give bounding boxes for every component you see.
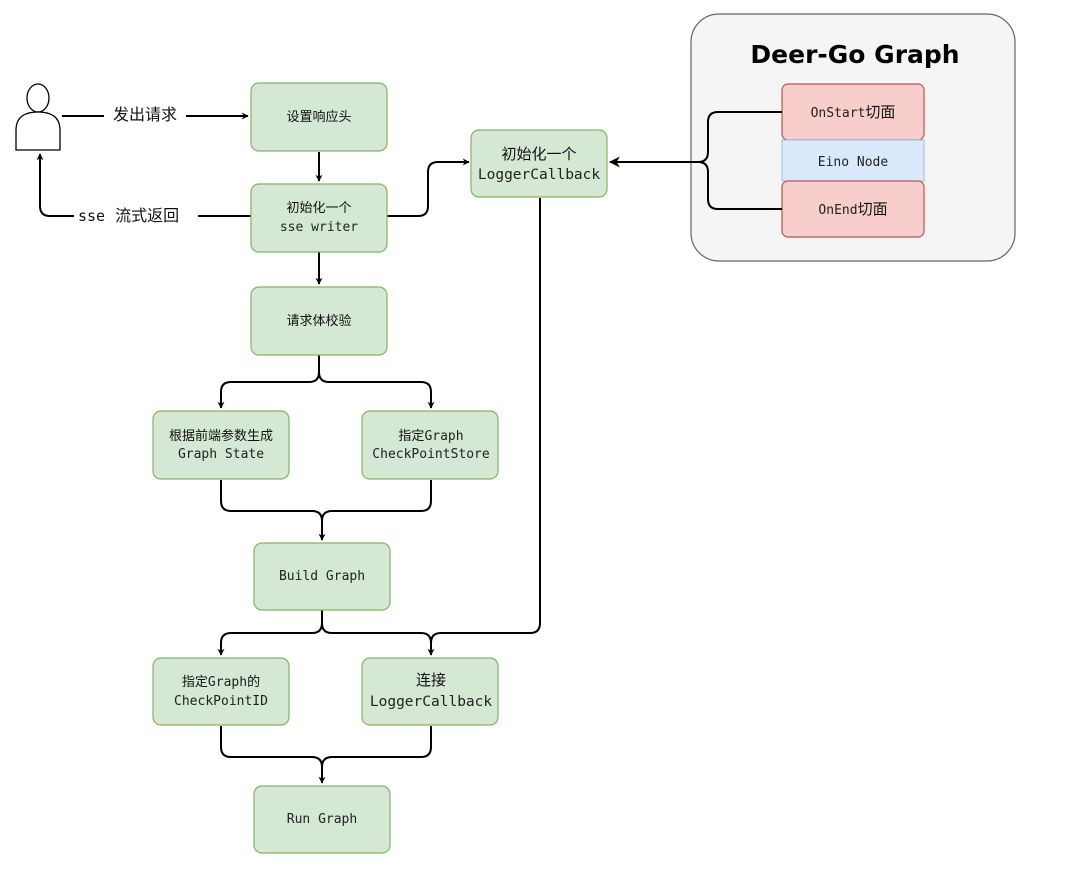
init-sse-label: 初始化一个	[286, 201, 351, 216]
svg-text:OnEnd切面: OnEnd切面	[818, 200, 887, 218]
edge-panel-to-logger	[608, 111, 782, 168]
svg-text:指定Graph的: 指定Graph的	[182, 674, 260, 690]
node-checkpoint-store: 指定Graph CheckPointStore	[361, 410, 499, 480]
sse-writer-label: sse writer	[280, 220, 358, 235]
edge-build-split-left	[217, 610, 323, 656]
build-graph-label: Build Graph	[279, 569, 365, 584]
on-start-label: OnStart	[811, 106, 866, 121]
node-set-headers: 设置响应头	[250, 82, 388, 152]
on-end-aspect: OnEnd切面	[781, 180, 925, 238]
edge-logger-to-connect	[430, 198, 541, 644]
edge-validate-split	[217, 355, 320, 409]
user-actor-icon	[15, 83, 61, 151]
on-end-label: OnEnd	[818, 203, 857, 218]
node-run-graph: Run Graph	[253, 785, 391, 854]
node-init-logger-callback: 初始化一个 LoggerCallback	[470, 129, 608, 198]
edge-merge-left	[220, 480, 326, 541]
node-graph-state: 根据前端参数生成 Graph State	[152, 410, 290, 480]
connect-cn-label: 连接	[416, 671, 446, 689]
edge-panel-bracket-bottom	[697, 161, 782, 210]
init-logger-label: LoggerCallback	[478, 167, 600, 183]
on-start-aspect: OnStart切面	[781, 83, 925, 141]
checkpoint-store-cn-label: 指定	[398, 429, 424, 444]
edge-sse-return	[36, 153, 252, 217]
edge-build-split-right	[321, 622, 435, 656]
edge-labels: 发出请求 sse 流式返回	[74, 103, 198, 228]
on-start-aspect-label: 切面	[865, 103, 895, 121]
request-label: 发出请求	[113, 105, 177, 124]
eino-node: Eino Node	[781, 139, 925, 182]
eino-node-label: Eino Node	[818, 155, 889, 170]
graph-state-cn-label: 根据前端参数生成	[169, 428, 273, 444]
graph-state-label: Graph State	[178, 447, 264, 462]
edge-run-merge-left	[220, 726, 326, 784]
edge-validate-split-right	[318, 371, 435, 409]
connect-logger-label: LoggerCallback	[370, 694, 492, 710]
node-validate-request: 请求体校验	[250, 286, 388, 356]
node-build-graph: Build Graph	[253, 542, 391, 611]
edge-run-merge-right	[321, 726, 432, 768]
edge-init-to-logger	[387, 158, 470, 217]
panel-title: Deer-Go Graph	[750, 40, 959, 69]
stream-return-label: 流式返回	[115, 206, 179, 225]
init-logger-cn-label: 初始化一个	[501, 145, 576, 163]
checkpoint-id-label: CheckPointID	[174, 694, 268, 709]
run-graph-label: Run Graph	[287, 812, 357, 827]
svg-text:指定Graph: 指定Graph	[398, 429, 463, 444]
checkpoint-id-cn-label: 指定	[182, 675, 208, 690]
node-init-sse-writer: 初始化一个 sse writer	[250, 183, 388, 253]
sse-label: sse	[78, 207, 105, 225]
set-headers-label: 设置响应头	[286, 109, 351, 125]
validate-label: 请求体校验	[286, 313, 351, 329]
checkpoint-store-graph-label: Graph	[424, 429, 463, 444]
node-connect-logger: 连接 LoggerCallback	[361, 657, 499, 726]
edge-merge-right	[321, 480, 432, 522]
deer-go-graph-panel: Deer-Go Graph OnStart切面 Eino Node OnEnd切…	[690, 13, 1016, 262]
checkpoint-id-graph-label: Graph	[208, 675, 247, 690]
on-end-aspect-label: 切面	[858, 200, 888, 218]
node-checkpoint-id: 指定Graph的 CheckPointID	[152, 657, 290, 726]
svg-text:OnStart切面: OnStart切面	[811, 103, 896, 121]
checkpoint-store-label: CheckPointStore	[372, 447, 490, 462]
checkpoint-id-of-label: 的	[247, 674, 260, 690]
